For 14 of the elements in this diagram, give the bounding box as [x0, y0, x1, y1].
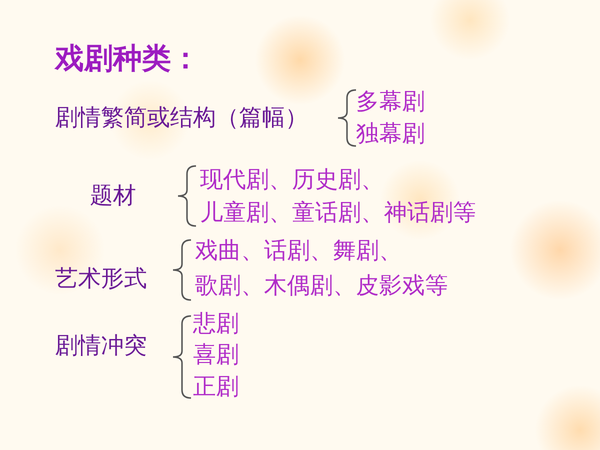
item-label: 多幕剧: [356, 88, 425, 116]
item-label: 戏曲、话剧、舞剧、: [195, 237, 402, 265]
title: 戏剧种类：: [55, 40, 200, 76]
item-label: 儿童剧、童话剧、神话剧等: [200, 199, 476, 227]
item-label: 歌剧、木偶剧、皮影戏等: [195, 272, 448, 300]
category-label: 剧情繁简或结构（篇幅）: [55, 104, 308, 132]
category-label: 艺术形式: [55, 265, 147, 293]
category-label: 题材: [90, 182, 136, 210]
item-label: 独幕剧: [356, 120, 425, 148]
item-label: 正剧: [193, 373, 239, 401]
item-label: 悲剧: [193, 310, 239, 338]
item-label: 现代剧、历史剧、: [200, 166, 384, 194]
item-label: 喜剧: [193, 341, 239, 369]
category-label: 剧情冲突: [55, 332, 147, 360]
